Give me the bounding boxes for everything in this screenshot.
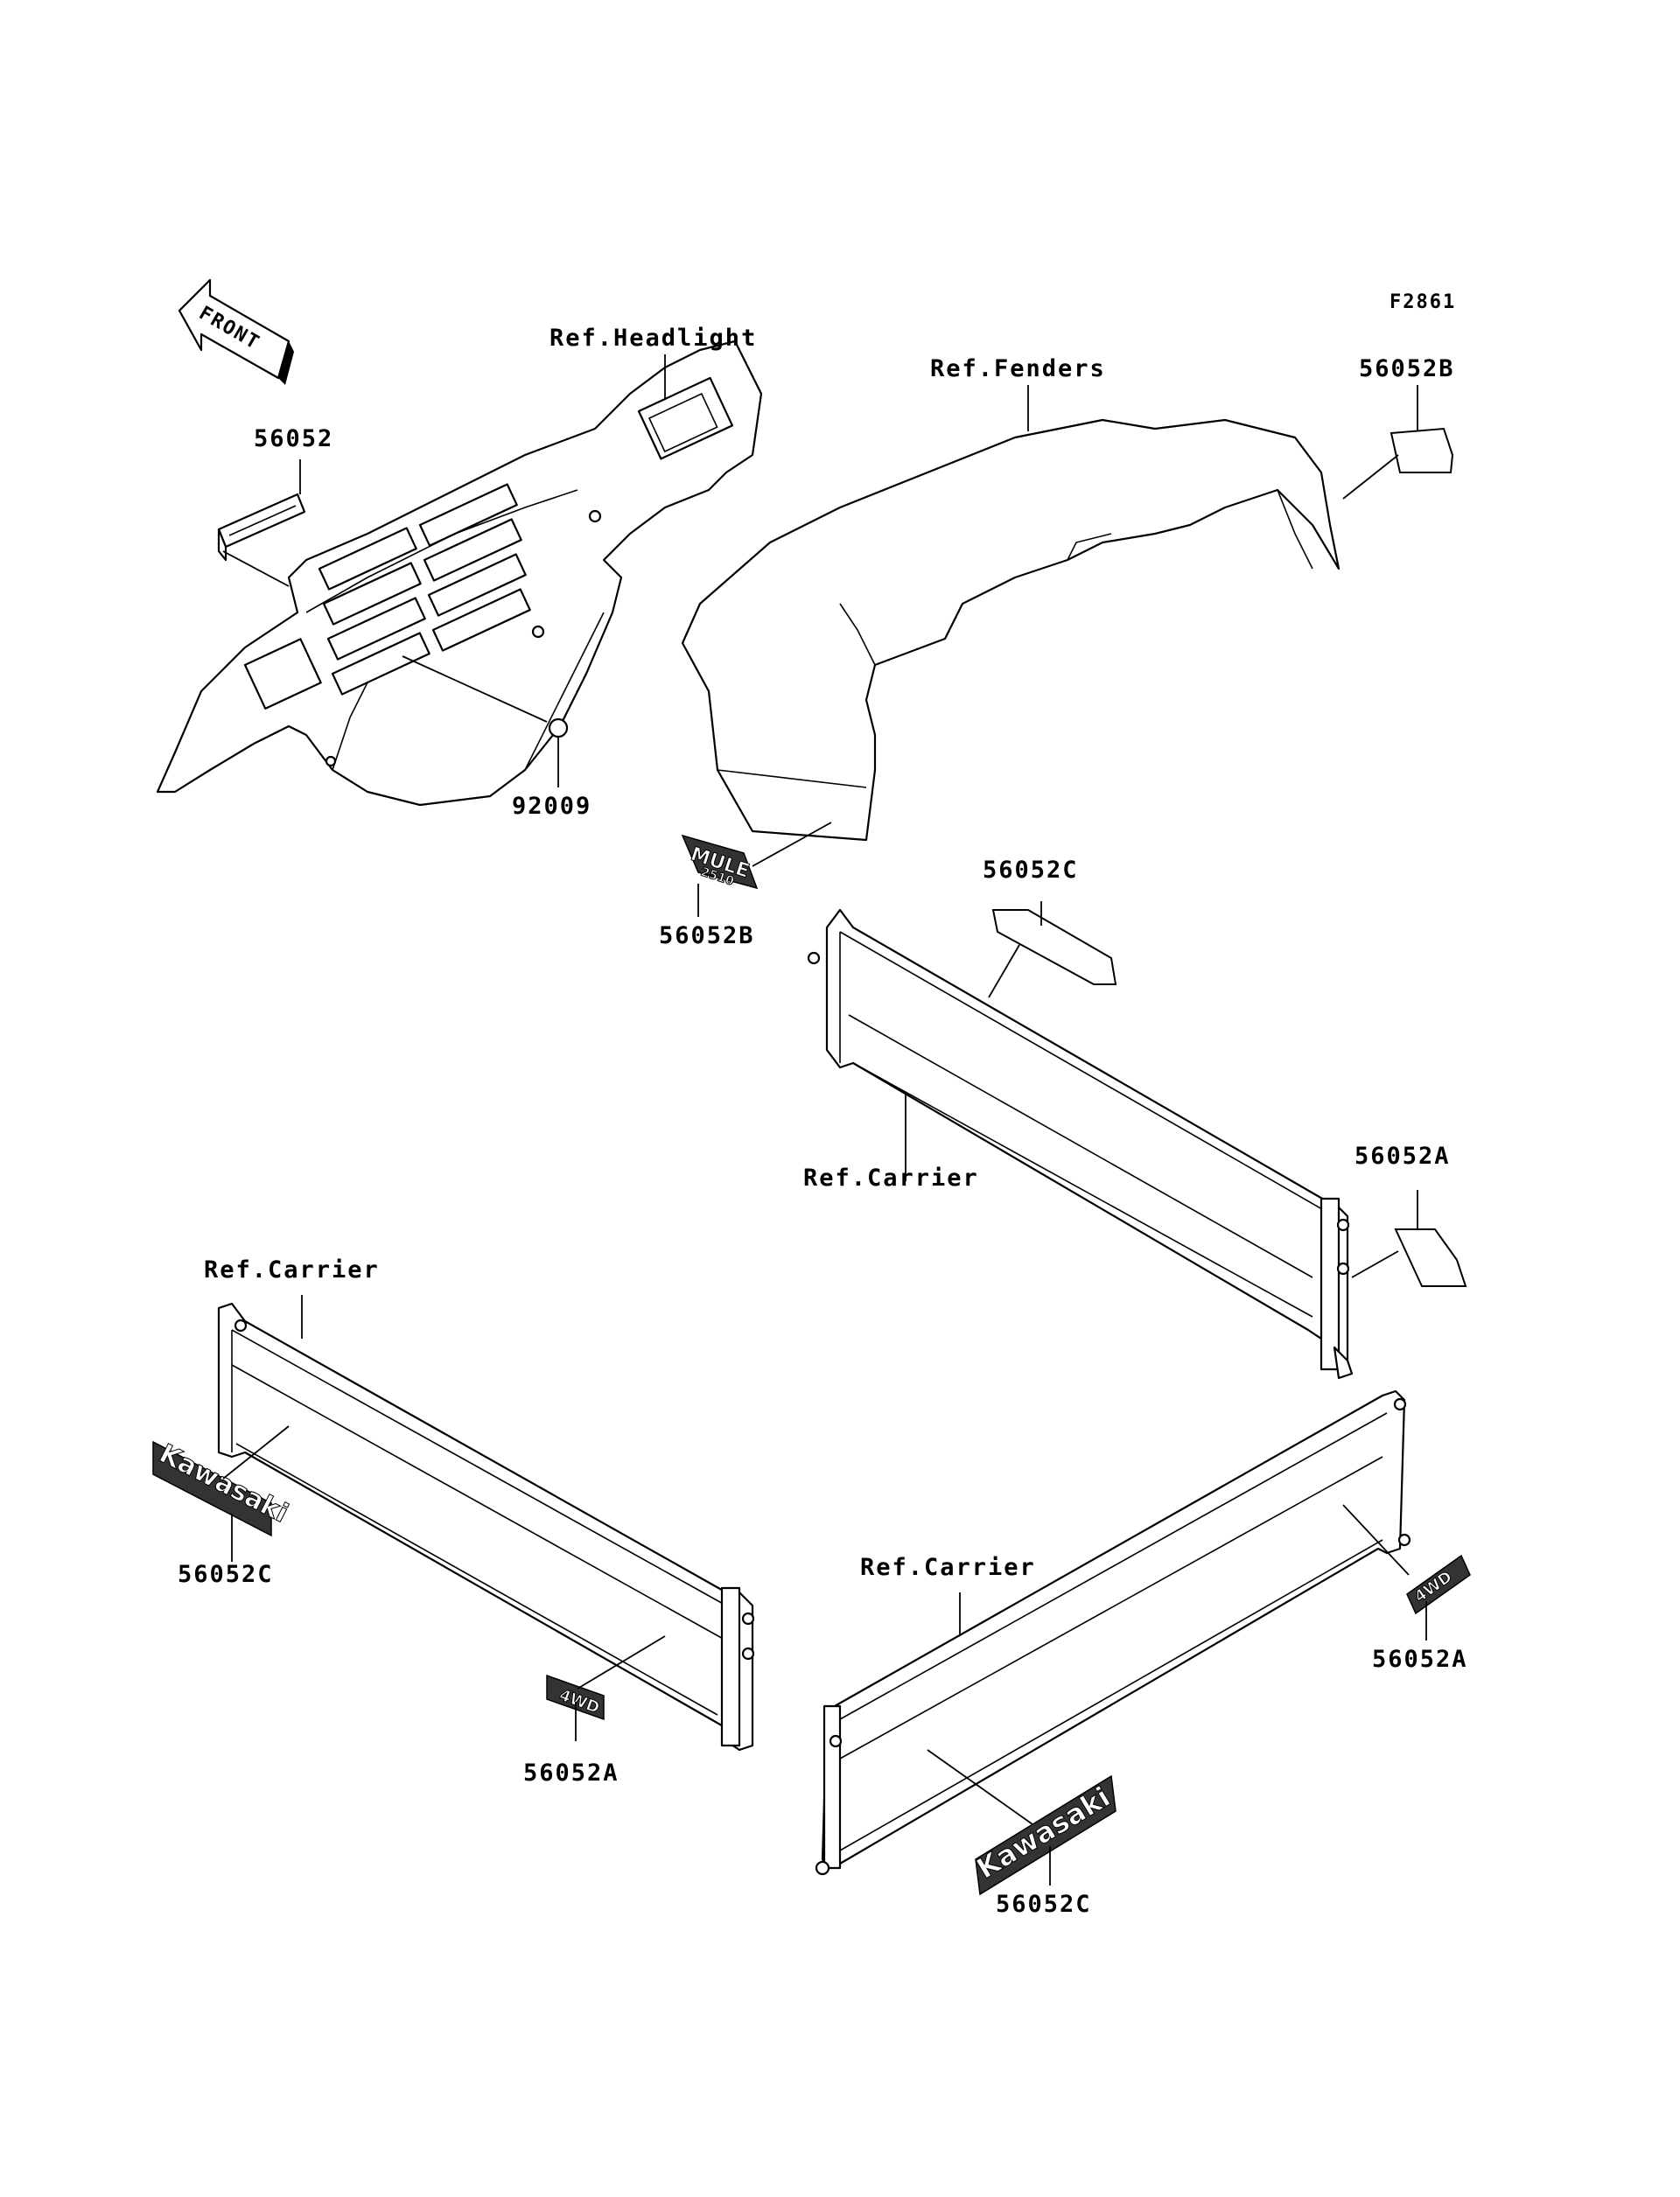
label-56052a-left: 56052A	[523, 1760, 620, 1787]
label-56052a-bottom: 56052A	[1372, 1646, 1468, 1673]
label-56052: 56052	[254, 425, 333, 452]
figure-code: F2861	[1390, 291, 1456, 313]
label-ref-carrier-left: Ref.Carrier	[204, 1256, 380, 1284]
label-56052b-top: 56052B	[1359, 355, 1455, 382]
kawasaki-decal-bottom: Kawasaki	[970, 1774, 1116, 1896]
label-56052c-top: 56052C	[983, 857, 1079, 884]
label-56052b-mule: 56052B	[659, 922, 755, 949]
label-ref-fenders: Ref.Fenders	[930, 355, 1106, 382]
carrier-left-part	[217, 1302, 755, 1752]
screw-92009-icon	[548, 717, 569, 752]
fenders-part	[681, 418, 1340, 842]
leader-lines	[222, 354, 1427, 1886]
4wd-decal-right: 4WD	[1406, 1554, 1471, 1615]
decal-56052b-top	[1390, 427, 1454, 473]
carrier-bottom-part	[815, 1389, 1411, 1876]
label-ref-headlight: Ref.Headlight	[550, 325, 757, 352]
label-56052c-bottom: 56052C	[996, 1891, 1092, 1918]
mule-decal: MULE 2510	[681, 834, 759, 889]
decal-56052c-top	[991, 909, 1117, 985]
label-92009: 92009	[512, 793, 592, 820]
part-56052-clip	[217, 493, 306, 562]
carrier-right-part	[807, 908, 1354, 1380]
label-56052a-right: 56052A	[1354, 1143, 1451, 1170]
label-ref-carrier-bottom: Ref.Carrier	[860, 1554, 1036, 1581]
front-arrow-icon: FRONT	[178, 278, 294, 385]
label-ref-carrier-right: Ref.Carrier	[803, 1165, 979, 1192]
decal-56052a-right	[1394, 1228, 1467, 1287]
front-cover-part	[156, 339, 763, 807]
label-56052c-left: 56052C	[178, 1561, 274, 1588]
